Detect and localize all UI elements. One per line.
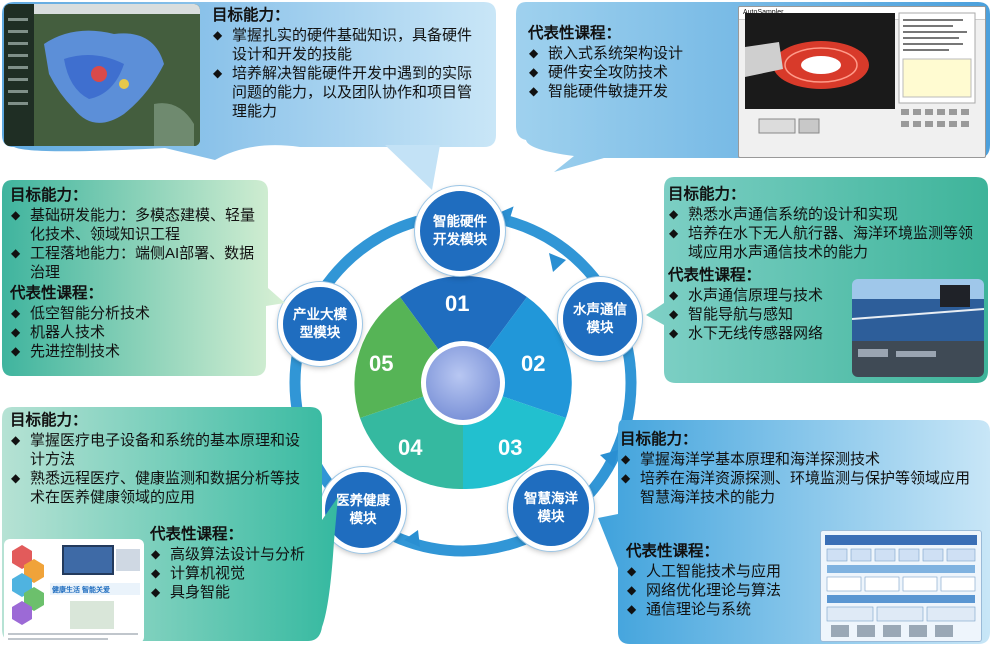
hardware-text: 目标能力： 掌握扎实的硬件基础知识，具备硬件设计和开发的技能 培养解决智能硬件开…	[212, 6, 484, 121]
module-underwater-label: 水声通信模块	[573, 302, 627, 335]
segment-label-02: 02	[521, 351, 545, 376]
module-underwater: 水声通信模块	[558, 277, 642, 361]
ocean-buoy-photo	[852, 279, 984, 377]
segment-01	[400, 275, 527, 383]
industry-courses-heading: 代表性课程：	[10, 285, 104, 302]
ocean-architecture-screenshot	[820, 530, 982, 642]
medical-item-2: 熟悉远程医疗、健康监测和数据分析等技术在医养健康领域的应用	[10, 469, 310, 507]
ocean-heading: 目标能力：	[620, 431, 698, 448]
segment-label-03: 03	[498, 435, 522, 460]
medical-heading: 目标能力：	[10, 412, 88, 429]
underwater-course-1: 水声通信原理与技术	[668, 286, 984, 305]
industry-course-1: 低空智能分析技术	[10, 304, 266, 323]
industry-course-2: 机器人技术	[10, 323, 266, 342]
bubble-hardware: 目标能力： 掌握扎实的硬件基础知识，具备硬件设计和开发的技能 培养解决智能硬件开…	[0, 0, 500, 200]
ocean-course-2: 网络优化理论与算法	[626, 581, 816, 600]
underwater-course-2: 智能导航与感知	[668, 305, 984, 324]
medical-course-1: 高级算法设计与分析	[150, 545, 330, 564]
sampler-software-screenshot: AutoSampler	[738, 6, 986, 158]
underwater-heading: 目标能力：	[668, 186, 746, 203]
medical-courses-heading: 代表性课程：	[150, 526, 244, 543]
segment-label-05: 05	[369, 351, 393, 376]
module-hardware: 智能硬件开发模块	[415, 186, 505, 276]
bubble-underwater: 目标能力： 熟悉水声通信系统的设计和实现 培养在水下无人航行器、海洋环境监测等领…	[640, 175, 992, 385]
hub	[426, 346, 500, 420]
hardware-course-3: 智能硬件敏捷开发	[528, 82, 728, 101]
underwater-item-2: 培养在水下无人航行器、海洋环境监测等领域应用水声通信技术的能力	[668, 224, 984, 262]
map-image	[4, 4, 200, 146]
bubble-ocean: 目标能力： 掌握海洋学基本原理和海洋探测技术 培养在海洋资源探测、环境监测与保护…	[590, 418, 992, 647]
module-ocean: 智慧海洋模块	[508, 465, 594, 551]
module-hardware-label: 智能硬件开发模块	[433, 214, 487, 247]
ocean-courses-text: 代表性课程： 人工智能技术与应用 网络优化理论与算法 通信理论与系统	[626, 542, 816, 619]
module-ocean-label: 智慧海洋模块	[524, 491, 578, 524]
ocean-item-1: 掌握海洋学基本原理和海洋探测技术	[620, 450, 980, 469]
module-medical-label: 医养健康模块	[336, 493, 390, 526]
medical-app-screenshot: 健康生活 智能关爱	[4, 539, 144, 643]
satellite-map-screenshot	[4, 4, 200, 146]
medical-courses-text: 代表性课程： 高级算法设计与分析 计算机视觉 具身智能	[150, 525, 330, 602]
sampler-3d-view	[745, 12, 976, 134]
medical-app-image	[8, 545, 140, 640]
hardware-course-2: 硬件安全攻防技术	[528, 63, 728, 82]
medical-course-3: 具身智能	[150, 583, 330, 602]
hardware-courses-heading: 代表性课程：	[528, 25, 622, 42]
underwater-courses-heading: 代表性课程：	[668, 267, 762, 284]
hardware-courses-text: 代表性课程： 嵌入式系统架构设计 硬件安全攻防技术 智能硬件敏捷开发	[528, 24, 728, 101]
module-industry-label: 产业大模型模块	[293, 307, 347, 340]
ocean-photo-image	[852, 279, 984, 377]
module-industry: 产业大模型模块	[278, 282, 362, 366]
segment-label-04: 04	[398, 435, 423, 460]
medical-course-2: 计算机视觉	[150, 564, 330, 583]
industry-item-1: 基础研发能力：多模态建模、轻量化技术、领域知识工程	[10, 206, 266, 244]
hardware-item-1: 掌握扎实的硬件基础知识，具备硬件设计和开发的技能	[212, 26, 484, 64]
ocean-course-3: 通信理论与系统	[626, 600, 816, 619]
medical-banner-text: 健康生活 智能关爱	[52, 587, 110, 594]
bubble-medical: 目标能力： 掌握医疗电子设备和系统的基本原理和设计方法 熟悉远程医疗、健康监测和…	[0, 405, 345, 647]
hardware-heading: 目标能力：	[212, 7, 290, 24]
ocean-courses-heading: 代表性课程：	[626, 543, 720, 560]
ocean-item-2: 培养在海洋资源探测、环境监测与保护等领域应用智慧海洋技术的能力	[620, 469, 980, 507]
hardware-course-1: 嵌入式系统架构设计	[528, 44, 728, 63]
bubble-hardware-courses: 代表性课程： 嵌入式系统架构设计 硬件安全攻防技术 智能硬件敏捷开发 AutoS…	[514, 0, 992, 175]
industry-course-3: 先进控制技术	[10, 342, 266, 361]
ocean-text: 目标能力： 掌握海洋学基本原理和海洋探测技术 培养在海洋资源探测、环境监测与保护…	[620, 430, 980, 507]
medical-item-1: 掌握医疗电子设备和系统的基本原理和设计方法	[10, 431, 310, 469]
underwater-course-3: 水下无线传感器网络	[668, 324, 984, 343]
underwater-text: 目标能力： 熟悉水声通信系统的设计和实现 培养在水下无人航行器、海洋环境监测等领…	[668, 185, 984, 343]
industry-item-2: 工程落地能力：端侧AI部署、数据治理	[10, 244, 266, 282]
underwater-item-1: 熟悉水声通信系统的设计和实现	[668, 205, 984, 224]
segment-label-01: 01	[445, 291, 469, 316]
hardware-item-2: 培养解决智能硬件开发中遇到的实际问题的能力，以及团队协作和项目管理能力	[212, 64, 484, 121]
medical-text: 目标能力： 掌握医疗电子设备和系统的基本原理和设计方法 熟悉远程医疗、健康监测和…	[10, 411, 310, 507]
industry-text: 目标能力： 基础研发能力：多模态建模、轻量化技术、领域知识工程 工程落地能力：端…	[10, 186, 266, 361]
bubble-industry: 目标能力： 基础研发能力：多模态建模、轻量化技术、领域知识工程 工程落地能力：端…	[0, 178, 290, 378]
architecture-diagram-image	[825, 535, 977, 637]
ocean-course-1: 人工智能技术与应用	[626, 562, 816, 581]
industry-heading: 目标能力：	[10, 187, 88, 204]
